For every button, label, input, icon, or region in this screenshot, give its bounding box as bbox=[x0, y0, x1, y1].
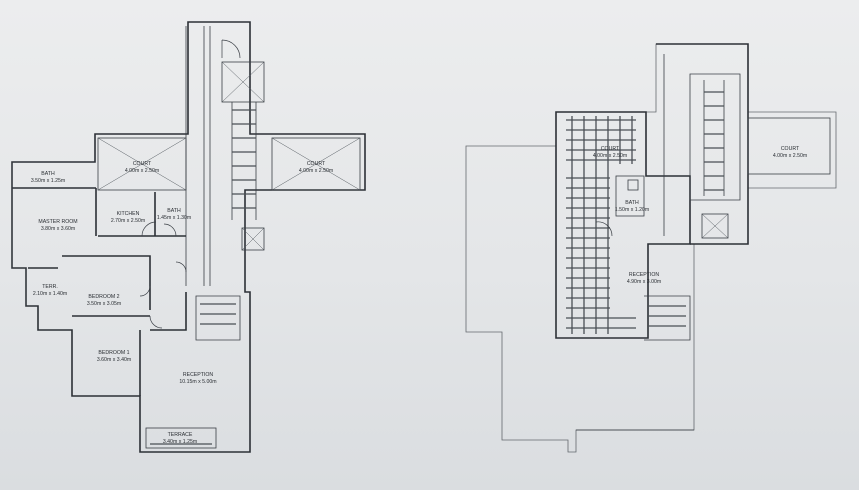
room-name: BATH bbox=[41, 171, 55, 177]
room-name: BATH bbox=[167, 208, 181, 214]
room-name: RECEPTION bbox=[183, 372, 214, 378]
ground-floor-plan bbox=[11, 21, 366, 453]
room-size: 4.00m x 2.50m bbox=[125, 168, 159, 174]
room-name: BATH bbox=[625, 200, 639, 206]
room-size: 4.00m x 2.50m bbox=[773, 153, 807, 159]
room-size: 3.40m x 1.25m bbox=[163, 439, 197, 445]
room-size: 3.50m x 3.05m bbox=[87, 301, 121, 307]
room-size: 1.50m x 1.20m bbox=[615, 207, 649, 213]
room-size: 4.90m x 3.00m bbox=[627, 279, 661, 285]
room-size: 2.70m x 2.50m bbox=[111, 218, 145, 224]
room-name: COURT bbox=[601, 146, 620, 152]
room-size: 10.15m x 5.00m bbox=[179, 379, 216, 385]
room-size: 2.10m x 1.40m bbox=[33, 291, 67, 297]
ground-floor-labels: BATH 3.50m x 1.25m MASTER ROOM 3.80m x 3… bbox=[31, 161, 333, 445]
room-size: 4.00m x 2.50m bbox=[299, 168, 333, 174]
room-name: MASTER ROOM bbox=[38, 219, 77, 225]
room-name: COURT bbox=[307, 161, 326, 167]
pergola-hatch bbox=[566, 116, 636, 334]
room-name: TERRACE bbox=[168, 432, 193, 438]
room-size: 4.00m x 2.50m bbox=[593, 153, 627, 159]
room-size: 3.60m x 3.40m bbox=[97, 357, 131, 363]
room-name: COURT bbox=[781, 146, 800, 152]
room-name: RECEPTION bbox=[629, 272, 660, 278]
room-name: BEDROOM 2 bbox=[88, 294, 119, 300]
room-size: 1.45m x 1.30m bbox=[157, 215, 191, 221]
room-name: BEDROOM 1 bbox=[98, 350, 129, 356]
room-name: TERR. bbox=[42, 284, 58, 290]
room-name: COURT bbox=[133, 161, 152, 167]
room-name: KITCHEN bbox=[117, 211, 140, 217]
room-size: 3.80m x 3.60m bbox=[41, 226, 75, 232]
upper-floor-labels: COURT 4.00m x 2.50m COURT 4.00m x 2.50m … bbox=[593, 146, 807, 285]
room-size: 3.50m x 1.25m bbox=[31, 178, 65, 184]
upper-floor-plan bbox=[465, 43, 837, 453]
